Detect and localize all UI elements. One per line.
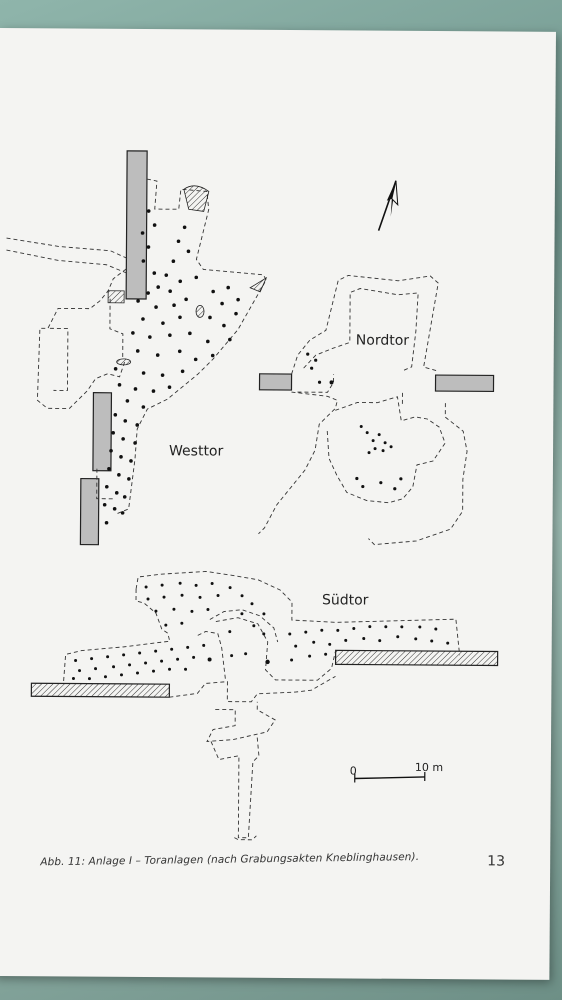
nordtor-wall-west — [258, 373, 293, 391]
page-number: 13 — [487, 853, 506, 870]
scale-bar — [354, 771, 426, 783]
suedtor-wall-east — [334, 649, 499, 667]
westtor-wall-middle — [92, 392, 113, 472]
scale-end-label: 10 m — [414, 760, 444, 775]
suedtor-label: Südtor — [321, 592, 369, 609]
scale-start-label: 0 — [349, 764, 357, 778]
westtor-wall-south — [79, 477, 100, 546]
nordtor-plan — [258, 274, 495, 546]
suedtor-wall-west — [30, 682, 171, 698]
nordtor-label: Nordtor — [355, 332, 410, 349]
book-page: Nordtor Westtor Südtor 0 10 m Abb. 11: A… — [0, 28, 556, 980]
nordtor-wall-east — [434, 374, 495, 393]
westtor-label: Westtor — [168, 443, 224, 460]
north-arrow-icon — [377, 180, 399, 231]
westtor-wall-north — [125, 150, 148, 300]
suedtor-plan — [30, 571, 499, 841]
westtor-plan — [6, 150, 268, 546]
gate-plans-figure — [6, 150, 499, 841]
